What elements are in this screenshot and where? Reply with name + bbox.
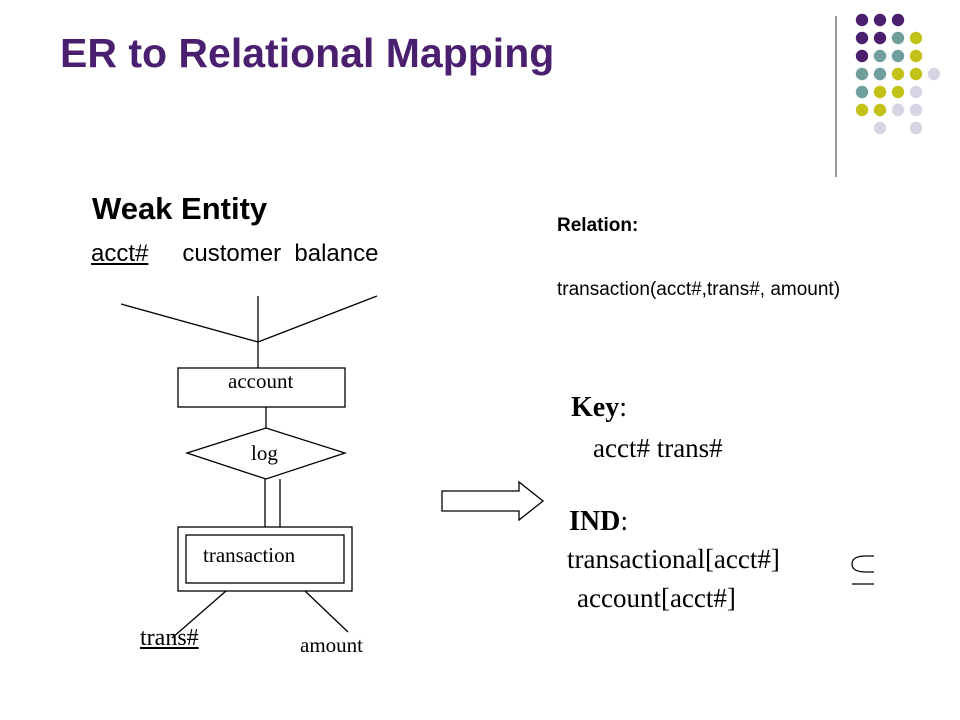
decorative-dot (855, 13, 869, 27)
decorative-dot (873, 67, 887, 81)
decorative-dot (909, 103, 923, 117)
decorative-dot (891, 13, 905, 27)
decorative-dot (873, 31, 887, 45)
key-heading: Key: (571, 392, 627, 424)
section-heading: Weak Entity (92, 191, 268, 226)
key-value: acct# trans# (593, 433, 723, 463)
decorative-dot (909, 121, 923, 135)
decorative-dot (891, 85, 905, 99)
arrow-right-icon (441, 480, 545, 522)
account-entity-box (177, 367, 346, 408)
ind-line-1: transactional[acct#] (567, 544, 780, 574)
log-relationship-diamond (184, 427, 348, 480)
decorative-dot (855, 31, 869, 45)
decorative-dot (873, 49, 887, 63)
decorative-dot (873, 121, 887, 135)
partial-key-label: trans# (140, 625, 199, 651)
relation-label: Relation: (557, 215, 639, 236)
ind-line-2: account[acct#] (577, 583, 736, 613)
decorative-dot (891, 103, 905, 117)
key-heading-text: Key (571, 392, 620, 423)
attribute-line-balance (257, 295, 378, 343)
ind-heading-text: IND (569, 506, 621, 537)
key-heading-colon: : (619, 392, 627, 423)
key-attribute: acct# (91, 240, 149, 267)
decorative-dot (909, 31, 923, 45)
transaction-weak-entity-inner (185, 534, 345, 584)
slide-title: ER to Relational Mapping (60, 30, 555, 76)
decorative-dot (927, 67, 941, 81)
decorative-dot (873, 103, 887, 117)
decorative-dot (891, 67, 905, 81)
attribute-line-acct (120, 303, 259, 343)
decorative-dot (855, 85, 869, 99)
decorative-dot (891, 49, 905, 63)
transaction-weak-entity-outer (177, 526, 353, 592)
ind-heading: IND: (569, 506, 628, 538)
amount-attribute-label: amount (300, 633, 363, 657)
log-relationship-label: log (251, 441, 278, 465)
decorative-dot (891, 31, 905, 45)
transaction-entity-label: transaction (203, 543, 296, 567)
decorative-dot (855, 49, 869, 63)
decorative-dot (855, 67, 869, 81)
decorative-dot (909, 67, 923, 81)
attribute-line-amount (304, 590, 349, 633)
decorative-dot (855, 103, 869, 117)
relation-schema: transaction(acct#,trans#, amount) (557, 279, 841, 300)
attribute-line-trans (171, 590, 227, 639)
account-entity-label: account (228, 369, 294, 393)
subset-eq-icon (851, 555, 874, 573)
other-attributes: customer balance (182, 240, 379, 267)
ind-heading-colon: : (620, 506, 629, 537)
decorative-dot (909, 49, 923, 63)
decorative-dot (909, 85, 923, 99)
decorative-dot (873, 13, 887, 27)
attribute-list: acct# customer balance (91, 240, 378, 268)
decorative-dot (873, 85, 887, 99)
